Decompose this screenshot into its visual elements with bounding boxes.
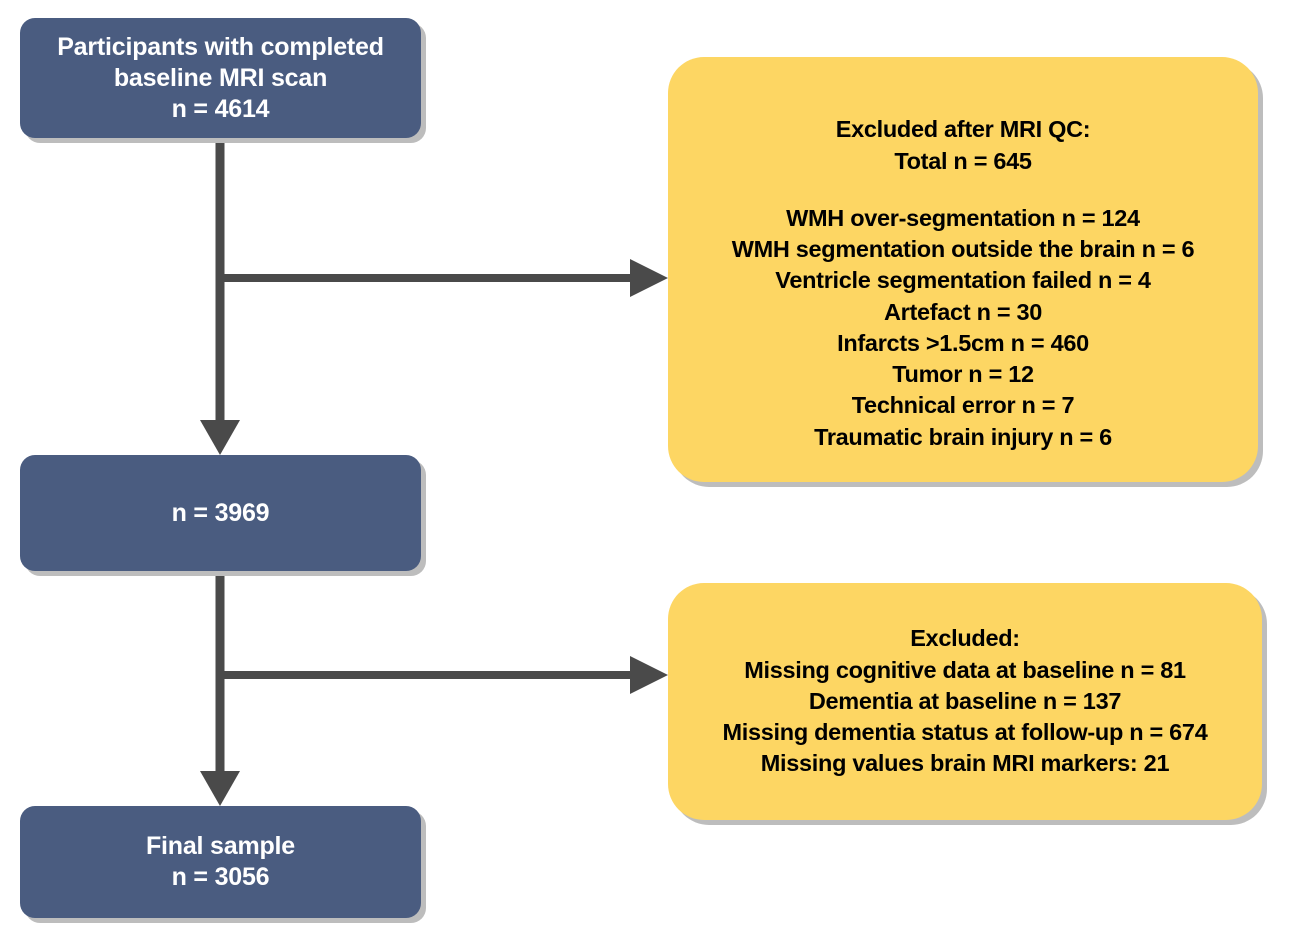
excluded-qc-header-1: Excluded after MRI QC: (835, 116, 1091, 143)
node-final-sample: Final sample n = 3056 (20, 806, 421, 918)
excluded-qc-header-2: Total n = 645 (894, 147, 1032, 174)
excluded-qc-reason-3: Ventricle segmentation failed n = 4 (775, 267, 1151, 294)
node-excluded-cognitive: Excluded: Missing cognitive data at base… (668, 583, 1262, 820)
excluded-cognitive-reason-3: Missing dementia status at follow-up n =… (722, 719, 1208, 746)
node-after-qc-sample: n = 3969 (20, 455, 421, 571)
node-excluded-after-mri-qc: Excluded after MRI QC: Total n = 645 WMH… (668, 57, 1258, 482)
excluded-qc-reason-4: Artefact n = 30 (883, 298, 1043, 325)
node-final-line-2: n = 3056 (171, 863, 270, 891)
excluded-qc-reason-6: Tumor n = 12 (892, 361, 1034, 387)
node-after-qc-line-1: n = 3969 (171, 498, 270, 527)
node-baseline-line-1: Participants with completed (57, 32, 384, 61)
excluded-cognitive-reason-2: Dementia at baseline n = 137 (808, 687, 1122, 714)
excluded-qc-reason-7: Technical error n = 7 (851, 392, 1075, 419)
excluded-qc-reason-5: Infarcts >1.5cm n = 460 (837, 329, 1089, 356)
excluded-qc-reason-8: Traumatic brain injury n = 6 (814, 423, 1112, 450)
node-baseline-line-2: baseline MRI scan (113, 63, 328, 92)
excluded-cognitive-header-1: Excluded: (910, 625, 1020, 652)
connector-after-qc-to-excluded-cognitive (222, 656, 668, 694)
connector-baseline-to-after-qc (200, 138, 240, 455)
connector-baseline-to-excluded-qc (222, 259, 668, 297)
excluded-cognitive-reason-1: Missing cognitive data at baseline n = 8… (744, 656, 1186, 683)
node-baseline-line-3: n = 4614 (171, 94, 270, 123)
excluded-qc-reason-1: WMH over-segmentation n = 124 (786, 204, 1140, 231)
node-final-line-1: Final sample (145, 832, 296, 860)
excluded-cognitive-reason-4: Missing values brain MRI markers: 21 (760, 750, 1170, 777)
node-baseline-participants: Participants with completed baseline MRI… (20, 18, 421, 138)
connector-after-qc-to-final (200, 571, 240, 806)
excluded-qc-reason-2: WMH segmentation outside the brain n = 6 (731, 236, 1195, 262)
